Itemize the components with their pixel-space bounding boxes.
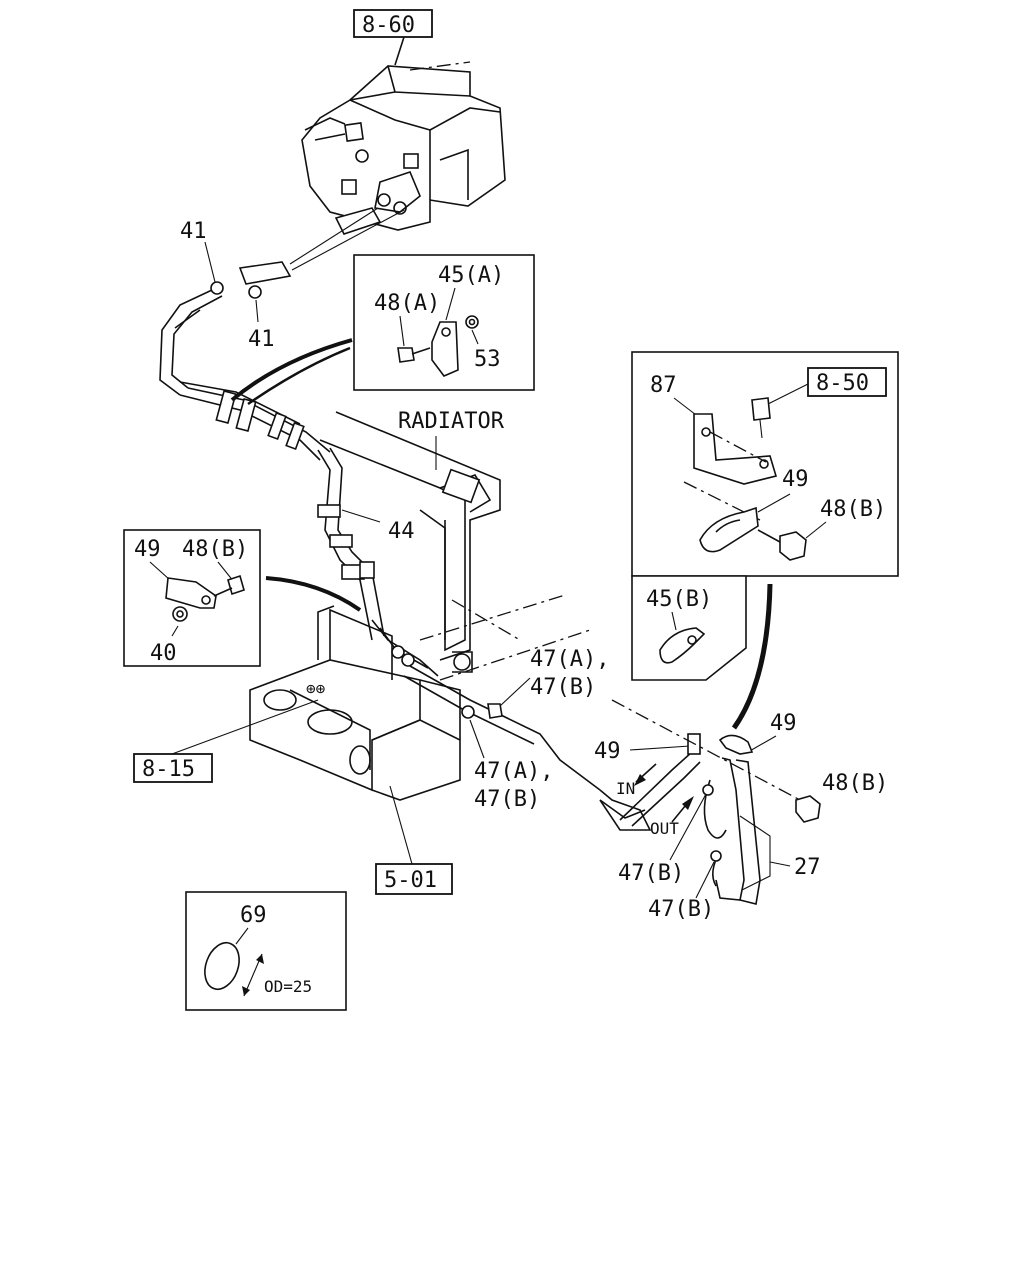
- ref-box-8-50[interactable]: [807, 367, 887, 397]
- in-label: IN: [616, 779, 635, 798]
- clamp-47-upper: [487, 703, 503, 719]
- callout-48b-inset-left: 48(B): [182, 537, 248, 562]
- callout-47b-1: 47(B): [618, 861, 684, 886]
- out-label: OUT: [650, 819, 679, 838]
- radiator: RADIATOR: [319, 409, 591, 681]
- callout-47ab-upper-1: 47(A),: [530, 647, 609, 672]
- frame-assembly: ⊕⊕: [249, 605, 461, 801]
- callout-45b: 45(B): [646, 587, 712, 612]
- bolt-48b-main: [795, 795, 821, 823]
- callout-49-inset-right: 49: [782, 467, 809, 492]
- inset-45b: 45(B): [631, 575, 747, 681]
- lower-bracket-assembly: 49 49 48(B) IN OUT 47(B) 47(B) 27: [594, 699, 888, 922]
- ref-5-01-label: 5-01: [384, 868, 437, 893]
- callout-45a: 45(A): [438, 263, 504, 288]
- radiator-bolt: [453, 653, 471, 671]
- lower-hose-assembly: [403, 665, 701, 831]
- bracket-87: [693, 413, 778, 485]
- clamp-47b-lower: [710, 850, 722, 862]
- callout-44: 44: [388, 519, 415, 544]
- clip-45a: [431, 321, 459, 377]
- ref-8-15-label: 8-15: [142, 757, 195, 782]
- callout-27: 27: [794, 855, 821, 880]
- bolt-48a: [397, 347, 415, 363]
- bolt-48b-right: [779, 531, 807, 561]
- bolt-8-50: [751, 397, 771, 421]
- od-label: OD=25: [264, 977, 312, 996]
- ref-8-60-label: 8-60: [362, 13, 415, 38]
- inset-45a: 45(A) 48(A) 53: [353, 254, 535, 391]
- heater-unit: 8-60: [289, 9, 506, 271]
- callout-41-bottom: 41: [248, 327, 275, 352]
- inset-69: 69 OD=25: [185, 891, 347, 1011]
- ref-box-8-60[interactable]: [353, 9, 433, 38]
- callout-87: 87: [650, 373, 677, 398]
- clamp-49-right: [699, 506, 759, 553]
- callout-48a: 48(A): [374, 291, 440, 316]
- callout-49-main: 49: [594, 739, 621, 764]
- callout-40: 40: [150, 641, 177, 666]
- clamp-49-left: [165, 577, 217, 609]
- upper-hose-assembly: [159, 261, 385, 641]
- callout-49-inset-left: 49: [134, 537, 161, 562]
- inset-87-right: 87 8-50 49 48(B): [631, 351, 899, 577]
- callout-48b-main: 48(B): [822, 771, 888, 796]
- callout-53: 53: [474, 347, 501, 372]
- callout-47ab-lower-2: 47(B): [474, 787, 540, 812]
- inset-49-left: 49 48(B) 40: [123, 529, 261, 667]
- bolt-48b-left: [227, 574, 245, 596]
- clamp-47-lower: [461, 705, 475, 719]
- callout-69: 69: [240, 903, 267, 928]
- nut-53: [465, 315, 479, 329]
- callout-47ab-lower-1: 47(A),: [474, 759, 553, 784]
- clamp-41-top: [210, 281, 224, 295]
- clamp-47b-upper: [702, 784, 714, 796]
- ref-box-8-15[interactable]: [133, 753, 213, 783]
- callout-47b-2: 47(B): [648, 897, 714, 922]
- radiator-label: RADIATOR: [398, 409, 505, 434]
- ref-box-5-01[interactable]: [375, 863, 453, 895]
- callout-41-top: 41: [180, 219, 207, 244]
- grommet-69: [204, 941, 240, 991]
- svg-text:⊕⊕: ⊕⊕: [306, 679, 326, 698]
- callout-49-bracket: 49: [770, 711, 797, 736]
- callout-47ab-upper-2: 47(B): [530, 675, 596, 700]
- nut-40: [172, 606, 188, 622]
- ref-8-50-label: 8-50: [816, 371, 869, 396]
- callout-48b-inset-right: 48(B): [820, 497, 886, 522]
- clamp-41-bottom: [248, 285, 262, 299]
